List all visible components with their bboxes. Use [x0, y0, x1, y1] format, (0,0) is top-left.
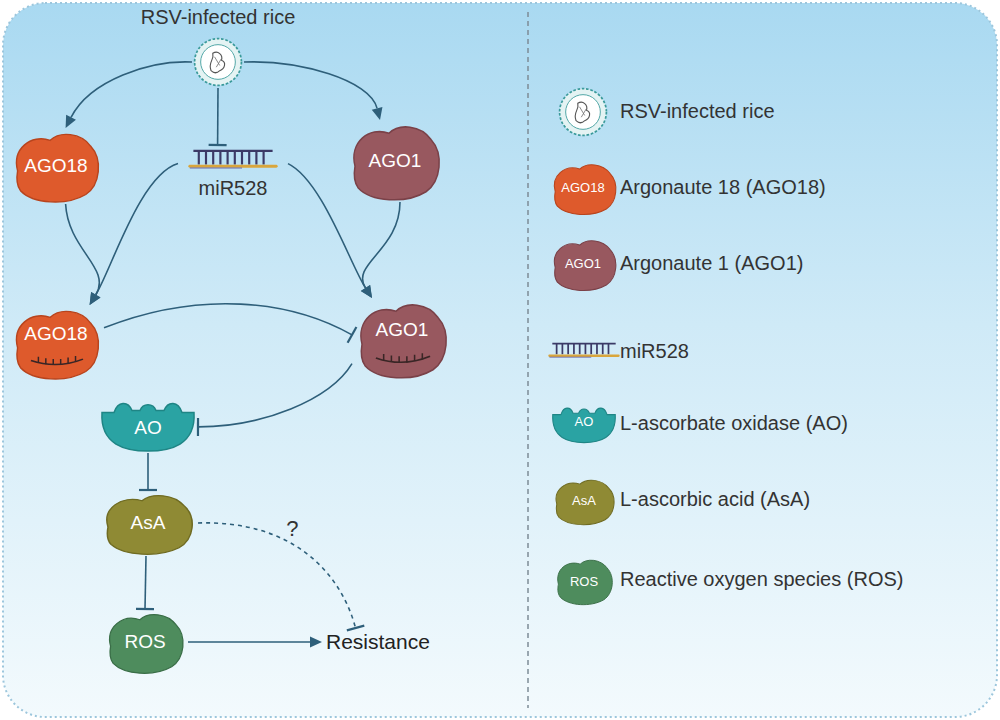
node-label: AGO18 — [24, 155, 87, 177]
arrow-head — [310, 637, 322, 648]
icon-label: AO — [575, 414, 594, 429]
arrow-head — [372, 107, 383, 120]
legend-text: Argonaute 18 (AGO18) — [620, 176, 826, 199]
connector — [244, 62, 382, 120]
connector — [136, 556, 154, 609]
connector — [188, 637, 322, 648]
connector — [90, 164, 178, 305]
connector-line — [71, 62, 192, 117]
arrow-head — [361, 285, 372, 298]
inhibition-bar — [348, 327, 357, 343]
legend-icon — [558, 560, 613, 604]
connector — [104, 304, 356, 343]
outcome-text: Resistance — [322, 628, 434, 656]
node-label: AGO1 — [369, 150, 422, 172]
protein-shape: AGO18 — [8, 128, 104, 204]
mirna-symbol: miR528 — [178, 145, 288, 207]
legend-text: miR528 — [620, 340, 689, 363]
icon-label: AGO18 — [561, 180, 604, 195]
node-heading: RSV-infected rice — [141, 6, 296, 29]
connector — [209, 88, 227, 145]
legend-text: RSV-infected rice — [620, 100, 775, 123]
legend-icon — [554, 165, 615, 215]
inhibition-bar — [139, 489, 157, 491]
connector-line — [363, 202, 400, 288]
connector-line — [145, 556, 146, 609]
legend-text: L-ascorbate oxidase (AO) — [620, 412, 848, 435]
molecule-shape: AsA — [98, 490, 198, 556]
node-label: miR528 — [199, 177, 268, 200]
connector-line — [288, 164, 365, 288]
legend-icon — [556, 480, 614, 524]
node-label: AGO1 — [376, 319, 429, 341]
legend-icon — [549, 344, 618, 358]
connector — [198, 364, 352, 436]
legend-icon — [554, 241, 615, 291]
virus-icon: RSV-infected rice — [192, 36, 244, 88]
enzyme-shape: AO — [98, 395, 198, 453]
node-label: ROS — [124, 631, 165, 653]
molecule-shape: ROS — [102, 609, 188, 675]
node-label: Resistance — [326, 630, 430, 654]
arrow-head — [361, 285, 372, 298]
legend-text: L-ascorbic acid (AsA) — [620, 488, 810, 511]
connector — [361, 202, 400, 298]
legend-icon — [553, 408, 616, 442]
edge-label: ? — [286, 516, 298, 542]
icon-label: AGO1 — [565, 256, 601, 271]
arrow-head — [90, 292, 101, 305]
node-label: AGO18 — [24, 323, 87, 345]
node-label: AsA — [131, 512, 166, 534]
connector — [139, 453, 157, 490]
connector — [198, 523, 364, 630]
connector-line — [188, 641, 310, 643]
inhibition-bar — [136, 608, 154, 611]
connector-line — [104, 304, 352, 335]
legend-icon — [560, 89, 607, 136]
protein-shape: AGO1 — [345, 120, 445, 202]
loaded-protein: AGO1 — [352, 298, 452, 380]
divider-line — [527, 12, 529, 708]
dashed-connector — [198, 523, 356, 628]
connector — [66, 204, 101, 305]
loaded-protein: AGO18 — [8, 305, 104, 381]
inhibition-bar — [209, 144, 227, 146]
arrow-head — [66, 115, 76, 128]
legend-text: Argonaute 1 (AGO1) — [620, 252, 803, 275]
icon-label: AsA — [572, 493, 596, 508]
connector — [66, 62, 192, 128]
node-label: AO — [134, 417, 161, 439]
panel — [3, 3, 997, 717]
inhibition-bar — [347, 626, 364, 631]
arrow-head — [90, 292, 101, 305]
connector-line — [244, 62, 377, 108]
legend-text: Reactive oxygen species (ROS) — [620, 568, 903, 591]
connector-line — [147, 453, 149, 490]
connector-line — [96, 164, 178, 295]
connector-line — [66, 204, 100, 295]
virus-icon-outline — [192, 36, 244, 88]
connector-line — [217, 88, 219, 145]
connector-line — [198, 364, 352, 427]
inhibition-bar — [197, 418, 199, 436]
icon-label: ROS — [570, 574, 598, 589]
